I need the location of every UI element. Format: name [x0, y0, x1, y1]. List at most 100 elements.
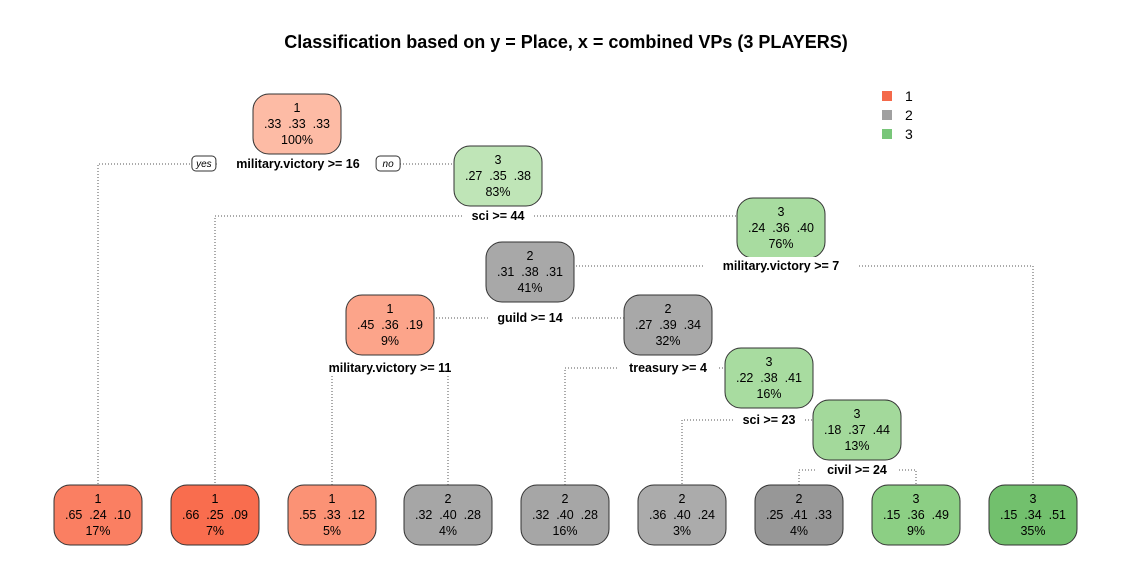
split-label: sci >= 44	[472, 209, 525, 223]
legend: 123	[882, 88, 913, 142]
yes-branch-label: yes	[195, 159, 212, 170]
node-probabilities: .18 .37 .44	[824, 423, 890, 437]
node-box	[453, 145, 543, 207]
node-class-label: 1	[329, 492, 336, 506]
no-branch-label-box	[375, 155, 401, 172]
leaf-node: 2.32 .40 .284%	[403, 484, 493, 546]
split-label-bg	[734, 411, 804, 427]
decision-node: 2 .31 .38 .31 41%	[485, 241, 575, 303]
node-percentage: 100%	[281, 133, 313, 147]
split-label: military.victory >= 11	[329, 361, 452, 375]
node-percentage: 76%	[768, 237, 793, 251]
node-box	[252, 93, 342, 155]
node-percentage: 16%	[756, 387, 781, 401]
node-class-label: 2	[796, 492, 803, 506]
node-class-label: 2	[679, 492, 686, 506]
decision-node: 3 .18 .37 .44 13%	[812, 399, 902, 461]
node-probabilities: .65 .24 .10	[65, 508, 131, 522]
leaf-node: 2 .25 .41 .33 4%	[754, 484, 844, 546]
node-box	[754, 484, 844, 546]
node-box	[871, 484, 961, 546]
split-label: civil >= 24	[827, 463, 887, 477]
tree-edge	[564, 367, 668, 485]
node-class-label: 1	[95, 492, 102, 506]
leaf-node: 2 .36 .40 .24 3%	[637, 484, 727, 546]
node-class-label: 2	[562, 492, 569, 506]
node-percentage: 16%	[552, 524, 577, 538]
node-probabilities: .25 .41 .33	[766, 508, 832, 522]
node-percentage: 9%	[907, 524, 925, 538]
node-percentage: 3%	[673, 524, 691, 538]
split-labels: military.victory >= 16 sci >= 44 military.…	[191, 155, 900, 477]
node-probabilities: .45 .36 .19	[357, 318, 423, 332]
node-box	[287, 484, 377, 546]
split-label: military.victory >= 16	[236, 157, 359, 171]
tree-edge	[857, 469, 917, 485]
split-label-bg	[703, 257, 859, 273]
leaf-node: 3 .15 .36 .49 9%	[871, 484, 961, 546]
node-box	[520, 484, 610, 546]
node-class-label: 3	[1030, 492, 1037, 506]
legend-swatch	[882, 129, 892, 139]
tree-edge	[97, 163, 298, 485]
node-probabilities: .66 .25 .09	[182, 508, 248, 522]
node-box	[637, 484, 727, 546]
node-box	[623, 294, 713, 356]
node-percentage: 13%	[844, 439, 869, 453]
tree-edge	[681, 419, 769, 485]
node-probabilities: .15 .36 .49	[883, 508, 949, 522]
node-box	[53, 484, 143, 546]
node-class-label: 1	[294, 101, 301, 115]
split-label: treasury >= 4	[629, 361, 707, 375]
legend-swatch	[882, 91, 892, 101]
node-percentage: 41%	[517, 281, 542, 295]
split-label-bg	[463, 207, 533, 223]
tree-edge	[331, 367, 390, 485]
split-label: sci >= 23	[743, 413, 796, 427]
node-probabilities: .31 .38 .31	[497, 265, 563, 279]
node-box	[724, 347, 814, 409]
node-percentage: 4%	[439, 524, 457, 538]
legend-swatch	[882, 110, 892, 120]
node-percentage: 4%	[790, 524, 808, 538]
node-class-label: 3	[766, 355, 773, 369]
node-class-label: 3	[913, 492, 920, 506]
legend-label: 3	[905, 126, 913, 142]
node-class-label: 3	[778, 205, 785, 219]
split-label: military.victory >= 7	[723, 259, 840, 273]
split-label-bg	[814, 461, 900, 477]
decision-node: 1.45 .36 .199%	[345, 294, 435, 356]
split-label-bg	[216, 155, 380, 171]
node-box	[812, 399, 902, 461]
node-box	[403, 484, 493, 546]
node-class-label: 3	[854, 407, 861, 421]
node-probabilities: .32 .40 .28	[415, 508, 481, 522]
node-box	[485, 241, 575, 303]
tree-edge	[214, 215, 498, 485]
diagram-title: Classification based on y = Place, x = c…	[284, 32, 848, 52]
legend-label: 1	[905, 88, 913, 104]
node-probabilities: .27 .35 .38	[465, 169, 531, 183]
node-percentage: 17%	[85, 524, 110, 538]
split-label-bg	[487, 309, 573, 325]
node-probabilities: .24 .36 .40	[748, 221, 814, 235]
node-box	[345, 294, 435, 356]
node-percentage: 7%	[206, 524, 224, 538]
node-class-label: 1	[212, 492, 219, 506]
node-class-label: 2	[527, 249, 534, 263]
yes-branch-label-box	[191, 155, 217, 172]
node-probabilities: .22 .38 .41	[736, 371, 802, 385]
tree-edge	[798, 469, 857, 485]
node-percentage: 5%	[323, 524, 341, 538]
node-probabilities: .36 .40 .24	[649, 508, 715, 522]
no-branch-label: no	[383, 159, 395, 170]
node-probabilities: .27 .39 .34	[635, 318, 701, 332]
decision-node: 3 .22 .38 .41 16%	[724, 347, 814, 409]
leaf-node: 1.55 .33 .125%	[287, 484, 377, 546]
